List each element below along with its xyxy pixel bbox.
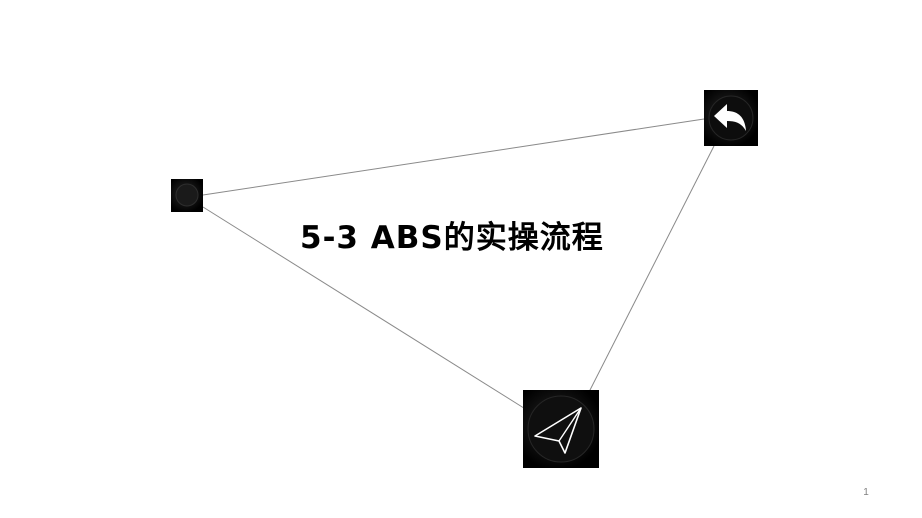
slide-title: 5-3 ABS的实操流程 [300,220,604,256]
send-button[interactable] [523,390,599,468]
back-button[interactable] [704,90,758,146]
connector-line-left-to-right [202,118,705,196]
circle-dot-icon [175,183,199,207]
page-number: 1 [863,487,869,498]
paper-plane-icon [527,395,595,463]
undo-arrow-icon [708,95,754,141]
small-node-button[interactable] [171,179,203,212]
connector-line-left-to-bottom [202,206,528,411]
connector-line-right-to-bottom [588,145,715,393]
